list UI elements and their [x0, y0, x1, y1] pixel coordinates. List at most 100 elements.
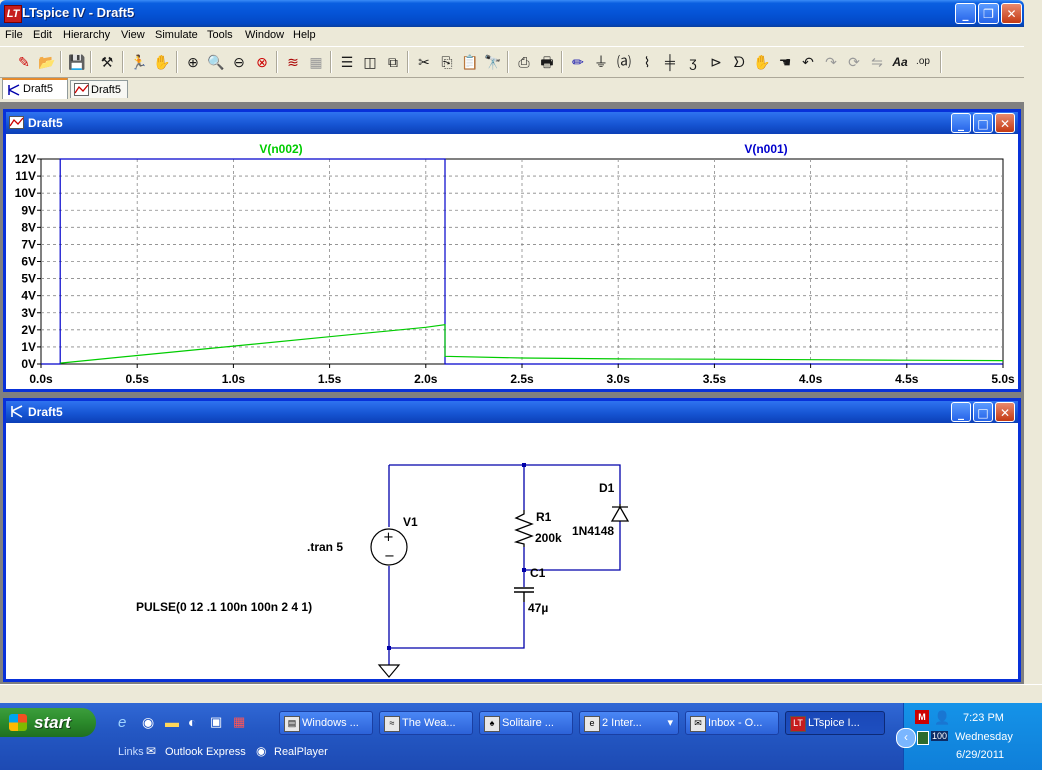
- menu-edit[interactable]: Edit: [33, 29, 52, 41]
- menu-help[interactable]: Help: [293, 29, 316, 41]
- r1-value[interactable]: 200k: [535, 531, 562, 545]
- tran-directive[interactable]: .tran 5: [307, 540, 343, 554]
- waveform-maximize-button[interactable]: □: [973, 113, 993, 133]
- clock-time[interactable]: 7:23 PM: [963, 712, 1004, 724]
- menu-simulate[interactable]: Simulate: [155, 29, 198, 41]
- text-icon[interactable]: Aa: [892, 55, 908, 69]
- y-tick-label: 12V: [15, 152, 36, 166]
- menu-window[interactable]: Window: [245, 29, 285, 41]
- task-windows[interactable]: ▤Windows ...: [279, 711, 373, 735]
- control-panel-icon[interactable]: ⚒: [100, 54, 114, 70]
- rotate-icon[interactable]: ⟳: [848, 54, 860, 70]
- show-hidden-icon[interactable]: ‹: [896, 728, 916, 748]
- find-icon[interactable]: 🔭: [484, 54, 502, 70]
- capacitor-c1[interactable]: [514, 587, 534, 602]
- task-solitaire[interactable]: ♠Solitaire ...: [479, 711, 573, 735]
- cascade-icon[interactable]: ⧉: [388, 54, 398, 70]
- zoom-fit-icon[interactable]: ⊗: [256, 54, 268, 70]
- links-label[interactable]: Links: [118, 746, 144, 758]
- menu-view[interactable]: View: [121, 29, 145, 41]
- autorange-icon[interactable]: ≋: [287, 54, 299, 70]
- undo-icon[interactable]: ↶: [802, 54, 814, 70]
- schematic-icon: [11, 405, 23, 418]
- media-icon[interactable]: ◐: [188, 714, 197, 730]
- ground-symbol[interactable]: [377, 664, 401, 678]
- cut-icon[interactable]: ✂: [418, 54, 430, 70]
- network-icon[interactable]: [917, 731, 929, 745]
- windows-logo-icon: [9, 714, 27, 731]
- capacitor-icon[interactable]: ╪: [665, 54, 675, 70]
- schematic-minimize-button[interactable]: _: [951, 402, 971, 422]
- task-weather[interactable]: ≈The Wea...: [379, 711, 473, 735]
- mcafee-icon[interactable]: M: [915, 710, 929, 724]
- schematic-close-button[interactable]: ✕: [995, 402, 1015, 422]
- open-folder-icon[interactable]: 📂: [38, 54, 56, 70]
- save-icon[interactable]: 💾: [68, 54, 86, 70]
- waveform-close-button[interactable]: ✕: [995, 113, 1015, 133]
- mirror-icon[interactable]: ⇋: [871, 54, 883, 70]
- trace-label-vn002[interactable]: V(n002): [259, 142, 302, 156]
- new-schematic-icon[interactable]: ✎: [18, 54, 30, 70]
- trace-label-vn001[interactable]: V(n001): [744, 142, 787, 156]
- diode-icon[interactable]: ⊳: [710, 54, 722, 70]
- start-button[interactable]: start: [0, 708, 96, 737]
- spice-directive-icon[interactable]: .op: [916, 56, 930, 67]
- realplayer-link[interactable]: RealPlayer: [274, 746, 328, 758]
- ie-alt-icon[interactable]: ◉: [142, 714, 155, 730]
- print-icon[interactable]: 🖶: [540, 54, 554, 70]
- restore-button[interactable]: ❐: [978, 3, 999, 24]
- copy-icon[interactable]: ⎘: [441, 54, 453, 70]
- ground-icon[interactable]: ⏚: [594, 54, 608, 70]
- zoom-pan-icon[interactable]: 🔍: [207, 54, 225, 70]
- diode-d1[interactable]: [610, 504, 630, 522]
- halt-icon[interactable]: ✋: [153, 54, 171, 70]
- folder-icon[interactable]: ▬: [165, 714, 179, 730]
- waveform-minimize-button[interactable]: _: [951, 113, 971, 133]
- tab-waveform[interactable]: Draft5: [70, 80, 128, 98]
- resistor-r1[interactable]: [513, 510, 534, 547]
- user-icon[interactable]: 👤: [934, 710, 951, 725]
- draw-wire-icon[interactable]: ✏: [572, 54, 584, 70]
- print-setup-icon[interactable]: ⎙: [518, 54, 530, 70]
- resistor-icon[interactable]: ⌇: [643, 54, 651, 70]
- tile-vertical-icon[interactable]: ◫: [363, 54, 377, 70]
- zoom-in-icon[interactable]: ⊕: [187, 54, 199, 70]
- battery-badge[interactable]: 100: [931, 731, 949, 741]
- minimize-button[interactable]: _: [955, 3, 976, 24]
- waveform-icon: [74, 83, 89, 96]
- source-value[interactable]: PULSE(0 12 .1 100n 100n 2 4 1): [136, 600, 312, 614]
- plot-settings-icon[interactable]: ▦: [309, 54, 323, 70]
- ie-icon[interactable]: e: [118, 714, 127, 731]
- voltage-source-v1[interactable]: + −: [370, 528, 408, 566]
- x-tick-label: 0.0s: [29, 372, 53, 386]
- menu-file[interactable]: File: [5, 29, 23, 41]
- d1-value[interactable]: 1N4148: [572, 524, 614, 538]
- label-net-icon[interactable]: ⒜: [617, 54, 631, 70]
- paint-icon[interactable]: ▦: [233, 714, 246, 729]
- run-icon[interactable]: 🏃: [130, 54, 148, 70]
- zoom-out-icon[interactable]: ⊖: [233, 54, 245, 70]
- trace-vn001: [41, 158, 1003, 365]
- c1-value[interactable]: 47µ: [528, 601, 548, 615]
- task-inbox[interactable]: ✉Inbox - O...: [685, 711, 779, 735]
- schematic-window: Draft5 _ □ ✕ + −: [3, 398, 1021, 682]
- component-icon[interactable]: ᗤ: [733, 54, 745, 70]
- menu-tools[interactable]: Tools: [207, 29, 233, 41]
- redo-icon[interactable]: ↷: [825, 54, 837, 70]
- tab-schematic[interactable]: Draft5: [2, 78, 68, 99]
- desktop-icon[interactable]: ▣: [210, 714, 223, 729]
- schematic-canvas[interactable]: + − V1 .tran 5 PULSE(0 12 .1 100n 100n 2…: [6, 423, 1018, 679]
- drag-icon[interactable]: ☚: [778, 54, 792, 70]
- tile-horizontal-icon[interactable]: ☰: [340, 54, 354, 70]
- close-button[interactable]: ✕: [1001, 3, 1022, 24]
- inductor-icon[interactable]: ʒ: [689, 54, 697, 70]
- schematic-maximize-button[interactable]: □: [973, 402, 993, 422]
- outlook-express-link[interactable]: Outlook Express: [165, 746, 246, 758]
- menu-hierarchy[interactable]: Hierarchy: [63, 29, 111, 41]
- move-icon[interactable]: ✋: [753, 54, 771, 70]
- paste-icon[interactable]: 📋: [461, 54, 479, 70]
